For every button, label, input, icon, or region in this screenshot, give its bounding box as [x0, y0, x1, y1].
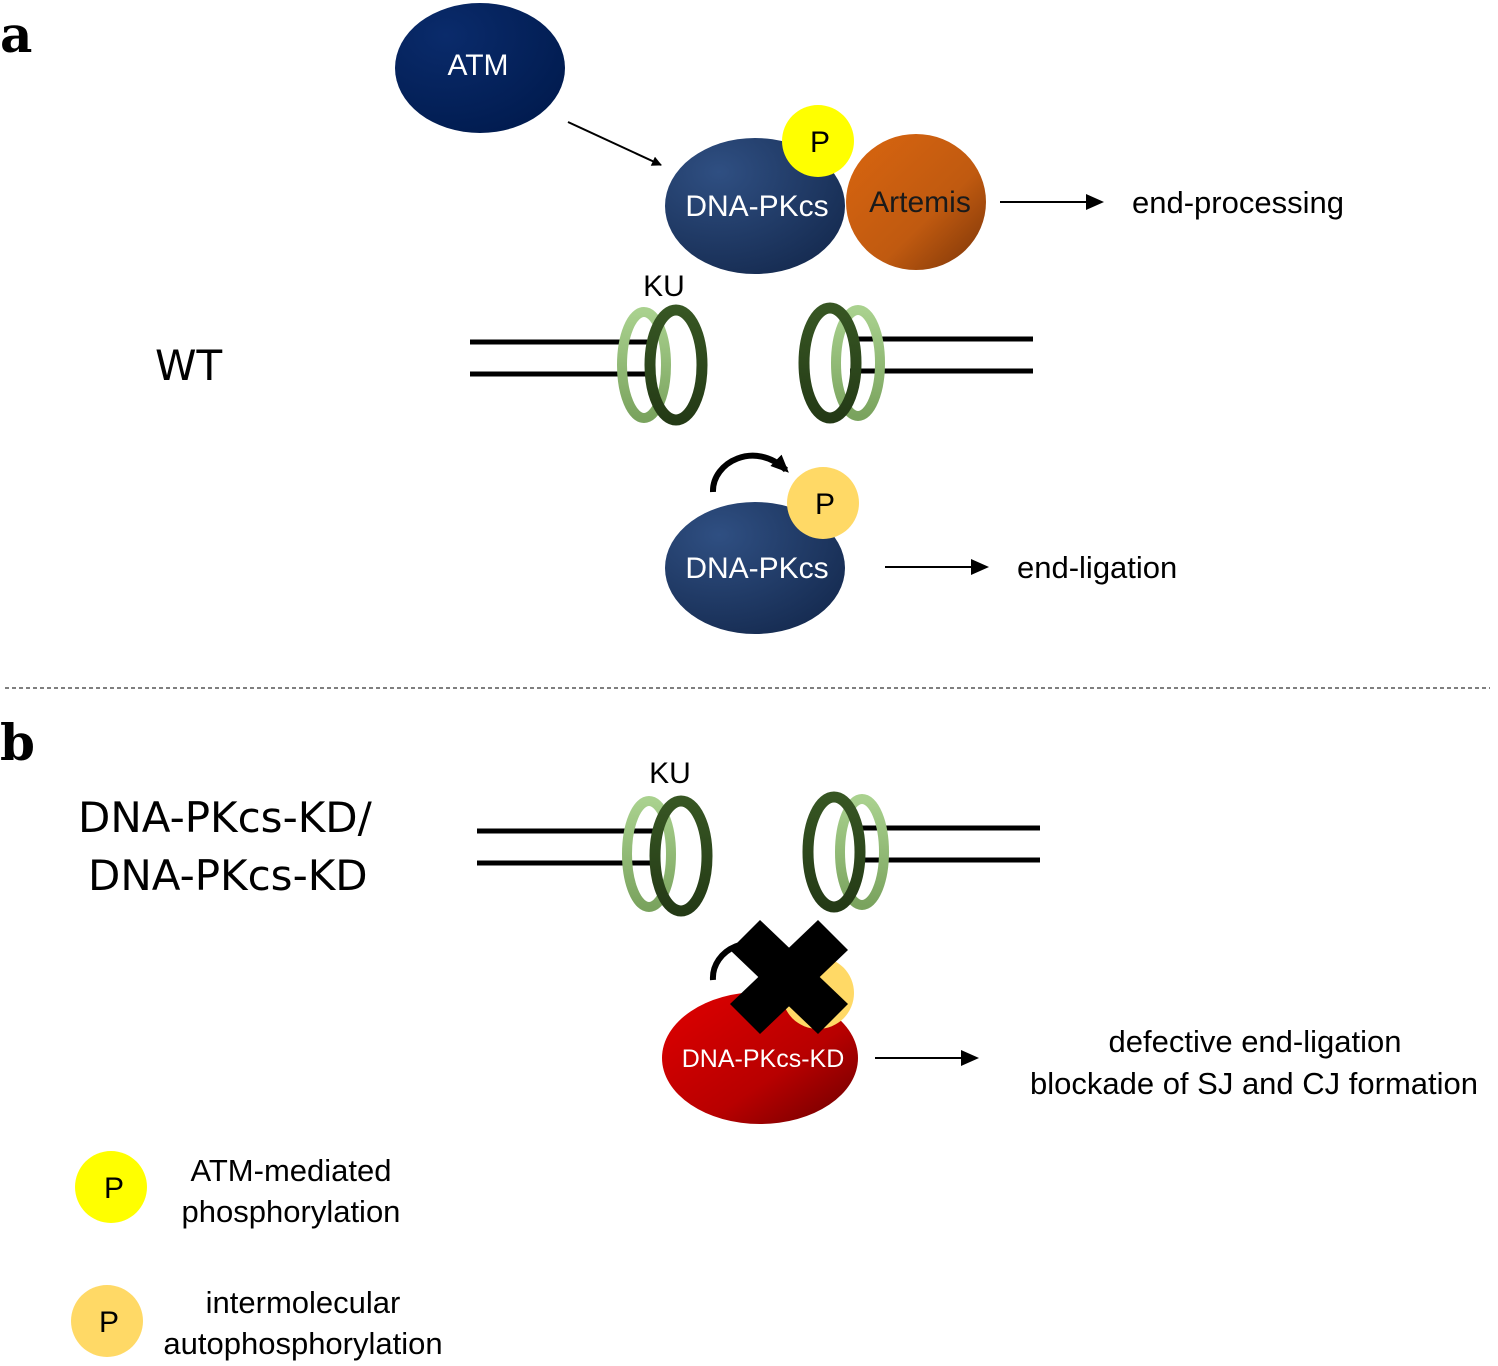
atm-phospho-p: P	[810, 126, 830, 159]
dna-strands-b	[477, 825, 1040, 866]
legend-atm-phospho-swatch	[75, 1151, 147, 1223]
condition-wt: WT	[155, 341, 223, 390]
artemis-protein: Artemis	[846, 134, 986, 270]
dna-pkcs-bottom-label: DNA-PKcs	[685, 552, 828, 585]
condition-kd-line1: DNA-PKcs-KD/	[78, 793, 373, 842]
legend-atm-phospho-symbol: P	[104, 1172, 124, 1205]
outcome-line1: defective end-ligation	[1109, 1024, 1402, 1059]
dna-pkcs-bottom: DNA-PKcs	[665, 502, 845, 634]
ku-rings-a	[617, 302, 885, 426]
legend-atm-phospho-line1: ATM-mediated	[191, 1153, 392, 1188]
dna-strands-a	[470, 336, 1033, 377]
legend-atm-phospho-line2: phosphorylation	[182, 1194, 401, 1229]
atm-phospho-badge: P	[782, 105, 854, 177]
auto-phospho-badge-a: P	[787, 467, 859, 539]
end-ligation-text: end-ligation	[1017, 550, 1177, 585]
dna-pkcs-kd-label: DNA-PKcs-KD	[682, 1045, 845, 1073]
legend-auto-phospho-swatch	[71, 1285, 143, 1357]
end-processing-text: end-processing	[1132, 185, 1344, 220]
autophospho-curve-arrow-a	[709, 452, 789, 493]
atm-arrow	[567, 121, 662, 166]
auto-phospho-p-a: P	[815, 488, 835, 521]
legend-auto-phospho-line2: autophosphorylation	[163, 1326, 442, 1361]
artemis-label: Artemis	[869, 186, 971, 219]
condition-kd-line2: DNA-PKcs-KD	[88, 851, 368, 900]
atm-label: ATM	[447, 49, 508, 82]
legend-auto-phospho-line1: intermolecular	[206, 1285, 401, 1320]
ku-rings-b	[622, 791, 889, 917]
ku-label-a: KU	[643, 270, 685, 303]
outcome-line2: blockade of SJ and CJ formation	[1030, 1066, 1478, 1101]
legend: P ATM-mediated phosphorylation P intermo…	[71, 1151, 443, 1361]
block-x-icon	[730, 920, 848, 1034]
legend-item-auto-phospho: P intermolecular autophosphorylation	[71, 1285, 443, 1361]
atm-protein: ATM	[395, 3, 565, 133]
panel-a-label: a	[0, 5, 32, 64]
legend-item-atm-phospho: P ATM-mediated phosphorylation	[75, 1151, 400, 1229]
dna-pkcs-top-label: DNA-PKcs	[685, 190, 828, 223]
ku-label-b: KU	[649, 757, 691, 790]
panel-b-label: b	[0, 713, 35, 772]
legend-auto-phospho-symbol: P	[99, 1306, 119, 1339]
